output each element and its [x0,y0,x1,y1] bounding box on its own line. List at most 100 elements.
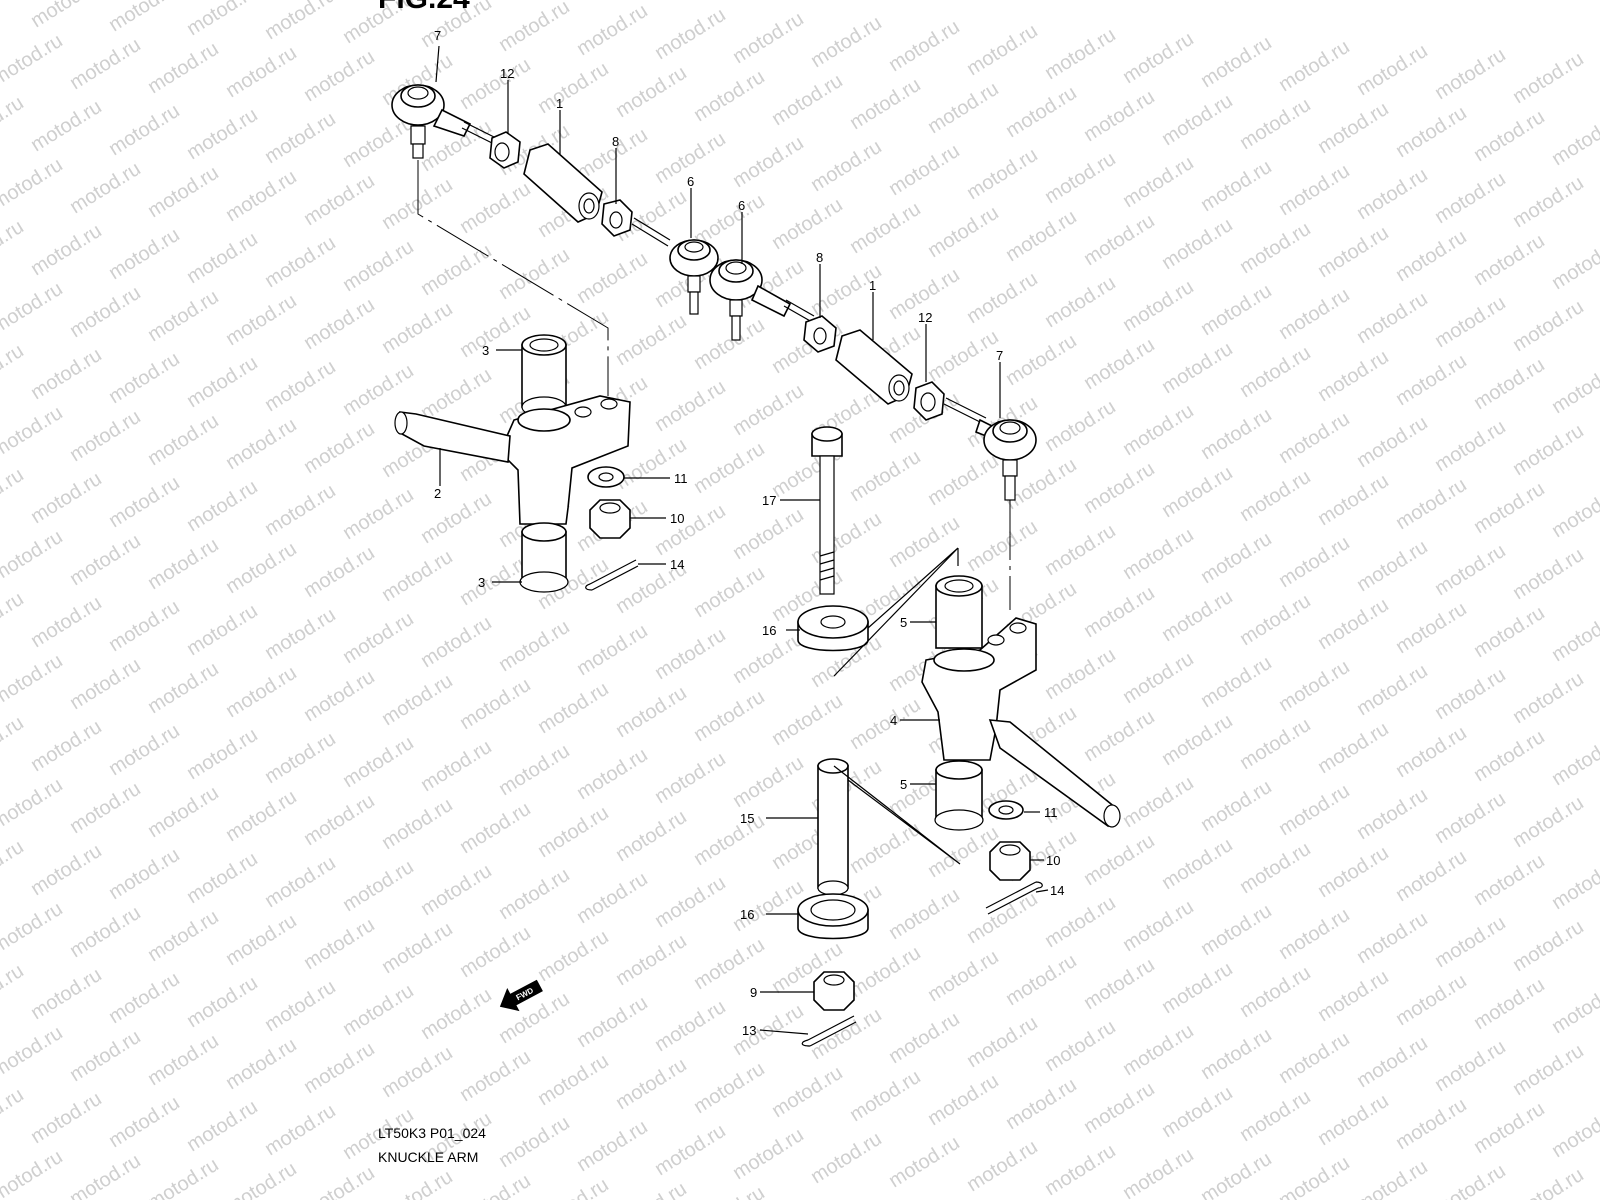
watermark-text: motod.ru [66,530,145,590]
watermark-text: motod.ru [1236,1086,1315,1146]
watermark-text: motod.ru [612,682,691,742]
callout-14-right: 14 [1050,883,1064,898]
watermark-text: motod.ru [27,964,106,1024]
watermark-text: motod.ru [690,66,769,126]
watermark-text: motod.ru [651,500,730,560]
callout-17: 17 [762,493,776,508]
watermark-text: motod.ru [456,674,535,734]
watermark-text: motod.ru [807,12,886,72]
knuckle-right-body [921,617,1037,761]
watermark-text: motod.ru [1197,1024,1276,1084]
watermark-text: motod.ru [222,910,301,970]
watermark-text: motod.ru [0,30,67,90]
watermark-text: motod.ru [27,96,106,156]
watermark-text: motod.ru [924,450,1003,510]
watermark-text: motod.ru [846,74,925,134]
watermark-text: motod.ru [1275,532,1354,592]
callout-14-left: 14 [670,557,684,572]
watermark-text: motod.ru [1470,726,1549,786]
watermark-text: motod.ru [495,1112,574,1172]
watermark-text: motod.ru [1470,106,1549,166]
watermark-text: motod.ru [1002,330,1081,390]
watermark-text: motod.ru [807,1128,886,1188]
watermark-text: motod.ru [1236,218,1315,278]
watermark-text: motod.ru [1314,594,1393,654]
watermark-text: motod.ru [924,1070,1003,1130]
watermark-text: motod.ru [1509,420,1588,480]
watermark-text: motod.ru [963,1136,1042,1196]
watermark-text: motod.ru [66,654,145,714]
watermark-text: motod.ru [183,1096,262,1156]
watermark-text: motod.ru [1080,830,1159,890]
watermark-text: motod.ru [1236,342,1315,402]
watermark-text: motod.ru [534,58,613,118]
watermark-text: motod.ru [183,228,262,288]
watermark-text: motod.ru [183,848,262,908]
watermark-text: motod.ru [534,926,613,986]
watermark-text: motod.ru [963,516,1042,576]
watermark-text: motod.ru [144,782,223,842]
watermark-text: motod.ru [0,898,67,958]
watermark-text: motod.ru [651,4,730,64]
figure-title: FIG.24 [378,0,470,15]
watermark-text: motod.ru [651,748,730,808]
watermark-text: motod.ru [846,942,925,1002]
watermark-text: motod.ru [1275,780,1354,840]
watermark-text: motod.ru [1158,90,1237,150]
watermark-text: motod.ru [963,888,1042,948]
watermark-text: motod.ru [1509,792,1588,852]
callout-8-left: 8 [612,134,619,149]
watermark-text: motod.ru [1353,536,1432,596]
bushing-left-top [521,334,567,418]
watermark-text: motod.ru [729,1124,808,1184]
tie-rod-assembly [391,84,1037,501]
watermark-text: motod.ru [1392,598,1471,658]
watermark-text: motod.ru [456,1046,535,1106]
watermark-text: motod.ru [1119,896,1198,956]
watermark-text: motod.ru [183,724,262,784]
watermark-text: motod.ru [144,534,223,594]
watermark-text: motod.ru [1236,838,1315,898]
callout-3-bottom: 3 [478,575,485,590]
watermark-text: motod.ru [1236,962,1315,1022]
watermark-text: motod.ru [1197,776,1276,836]
callout-10-right: 10 [1046,853,1060,868]
watermark-text: motod.ru [1236,590,1315,650]
callout-12-left: 12 [500,66,514,81]
watermark-text: motod.ru [378,546,457,606]
watermark-text: motod.ru [1431,540,1510,600]
watermark-text: motod.ru [261,232,340,292]
watermark-text: motod.ru [1002,82,1081,142]
watermark-text: motod.ru [1041,396,1120,456]
watermark-text: motod.ru [0,960,28,1020]
watermark-text: motod.ru [573,248,652,308]
collar-bottom [797,893,869,940]
watermark-text: motod.ru [573,0,652,60]
watermark-text: motod.ru [1353,164,1432,224]
watermark-text: motod.ru [27,592,106,652]
watermark-text: motod.ru [378,918,457,978]
watermark-text: motod.ru [1119,400,1198,460]
watermark-text: motod.ru [1392,474,1471,534]
watermark-text: motod.ru [534,1174,613,1200]
watermark-text: motod.ru [1275,1028,1354,1088]
cotter-pin-pivot [801,1015,857,1047]
watermark-text: motod.ru [339,856,418,916]
watermark-text: motod.ru [456,922,535,982]
watermark-text: motod.ru [1392,722,1471,782]
watermark-text: motod.ru [885,884,964,944]
watermark-text: motod.ru [1314,346,1393,406]
watermark-text: motod.ru [1002,950,1081,1010]
watermark-text: motod.ru [1431,912,1510,972]
watermark-text: motod.ru [1080,86,1159,146]
watermark-text: motod.ru [1470,230,1549,290]
watermark-text: motod.ru [417,984,496,1044]
watermark-text: motod.ru [0,402,67,462]
watermark-text: motod.ru [1353,784,1432,844]
watermark-text: motod.ru [1392,226,1471,286]
watermark-text: motod.ru [573,744,652,804]
watermark-text: motod.ru [261,0,340,44]
watermark-text: motod.ru [1041,520,1120,580]
watermark-text: motod.ru [0,92,28,152]
watermark-text: motod.ru [0,154,67,214]
